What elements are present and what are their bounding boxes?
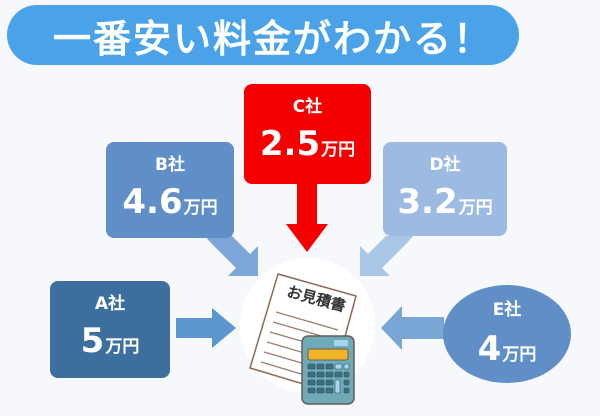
price-amount: 4.6 (122, 182, 183, 222)
price-amount: 5 (80, 321, 105, 361)
price-unit: 万円 (321, 140, 356, 160)
company-name: D社 (429, 155, 461, 175)
arrow-right-icon (176, 308, 236, 348)
company-e-ellipse: E社 4万円 (443, 285, 571, 383)
arrow-left-icon (381, 306, 444, 350)
company-price: 4万円 (443, 332, 571, 366)
banner-title: 一番安い料金がわかる！ (52, 16, 493, 61)
calculator-icon (301, 335, 355, 405)
company-name: B社 (155, 155, 185, 175)
price-unit: 万円 (502, 345, 537, 365)
company-a-box: A社 5万円 (50, 281, 170, 378)
price-amount: 2.5 (259, 124, 321, 164)
company-b-box: B社 4.6万円 (106, 142, 234, 238)
arrow-diagonal-down-right-icon (205, 236, 258, 276)
company-price: 3.2万円 (383, 185, 507, 219)
price-unit: 万円 (105, 337, 140, 357)
price-amount: 4 (477, 329, 502, 369)
arrow-down-icon (286, 184, 328, 252)
company-name: E社 (492, 300, 522, 320)
title-banner: 一番安い料金がわかる！ (7, 5, 519, 65)
price-unit: 万円 (458, 198, 493, 218)
company-name: C社 (292, 97, 323, 117)
company-price: 4.6万円 (106, 185, 234, 219)
price-amount: 3.2 (397, 182, 458, 222)
company-price: 5万円 (50, 324, 170, 358)
company-c-box: C社 2.5万円 (244, 84, 371, 184)
company-name: A社 (94, 294, 126, 314)
company-price: 2.5万円 (244, 127, 371, 161)
company-d-box: D社 3.2万円 (383, 142, 507, 236)
arrow-diagonal-down-left-icon (360, 236, 413, 276)
estimate-illustration: お見積書 (249, 273, 357, 405)
price-unit: 万円 (183, 198, 218, 218)
